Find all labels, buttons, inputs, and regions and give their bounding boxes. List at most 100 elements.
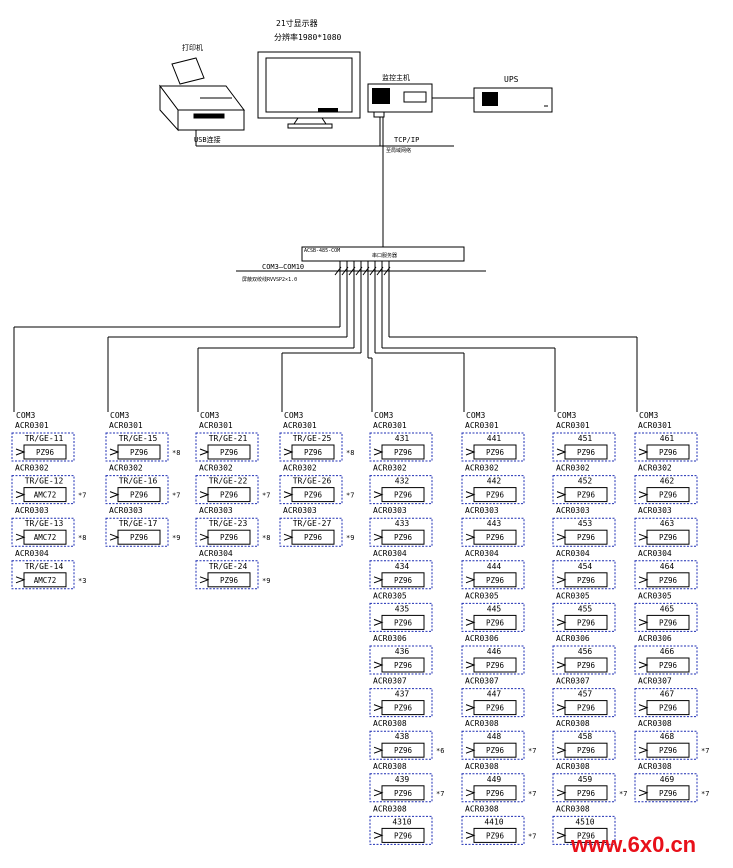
device-note: *7 bbox=[78, 492, 86, 500]
device-frame bbox=[369, 432, 433, 462]
device-name: 467 bbox=[660, 690, 675, 699]
device-frame bbox=[195, 432, 259, 462]
device-name: 462 bbox=[660, 477, 675, 486]
device-note: *7 bbox=[346, 492, 354, 500]
device-address: ACR0301 bbox=[109, 421, 143, 430]
device-frame bbox=[552, 815, 616, 845]
device-name: 443 bbox=[487, 519, 502, 528]
device-frame bbox=[461, 645, 525, 675]
device-frame bbox=[634, 475, 698, 505]
meter-model: PZ96 bbox=[394, 576, 413, 585]
device-frame bbox=[634, 688, 698, 718]
meter-model: PZ96 bbox=[486, 831, 505, 840]
device-address: ACR0306 bbox=[465, 634, 499, 643]
device-address: ACR0302 bbox=[15, 464, 49, 473]
meter-model: PZ96 bbox=[577, 789, 596, 798]
device-frame bbox=[369, 602, 433, 632]
device-address: ACR0303 bbox=[283, 506, 317, 515]
signal-arrow bbox=[556, 746, 567, 754]
signal-arrow bbox=[638, 491, 649, 499]
server-label: 串口服务器 bbox=[372, 252, 397, 259]
device-column: COM3ACR0301451PZ96ACR0302452PZ96ACR03034… bbox=[552, 411, 627, 845]
device-name: 452 bbox=[578, 477, 593, 486]
meter-model: PZ96 bbox=[577, 576, 596, 585]
device-name: 453 bbox=[578, 519, 593, 528]
meter-model: PZ96 bbox=[394, 491, 413, 500]
meter-model: PZ96 bbox=[577, 448, 596, 457]
meter-model: PZ96 bbox=[304, 448, 323, 457]
device-address: ACR0304 bbox=[199, 549, 233, 558]
signal-arrow bbox=[638, 533, 649, 541]
signal-arrow bbox=[15, 533, 26, 541]
meter-model: PZ96 bbox=[486, 576, 505, 585]
device-address: ACR0305 bbox=[465, 591, 499, 600]
signal-arrow bbox=[373, 661, 384, 669]
device-name: 446 bbox=[487, 647, 502, 656]
device-note: *7 bbox=[619, 790, 627, 798]
device-address: ACR0301 bbox=[638, 421, 672, 430]
device-address: ACR0308 bbox=[373, 719, 407, 728]
device-name: TR/GE-22 bbox=[209, 477, 248, 486]
signal-arrow bbox=[283, 448, 294, 456]
signal-arrow bbox=[199, 576, 210, 584]
device-note: *9 bbox=[262, 577, 270, 585]
meter-model: PZ96 bbox=[130, 491, 149, 500]
meter-model: PZ96 bbox=[659, 704, 678, 713]
device-frame bbox=[11, 432, 75, 462]
device-name: TR/GE-24 bbox=[209, 562, 248, 571]
device-frame bbox=[369, 773, 433, 803]
signal-arrow bbox=[373, 618, 384, 626]
printer-label: 打印机 bbox=[182, 43, 203, 52]
device-note: *7 bbox=[528, 832, 536, 840]
device-name: 465 bbox=[660, 604, 675, 613]
device-name: 448 bbox=[487, 732, 502, 741]
meter-model: PZ96 bbox=[659, 746, 678, 755]
device-note: *3 bbox=[78, 577, 86, 585]
device-name: 434 bbox=[395, 562, 410, 571]
signal-arrow bbox=[638, 746, 649, 754]
signal-arrow bbox=[556, 789, 567, 797]
meter-model: PZ96 bbox=[659, 576, 678, 585]
device-address: ACR0304 bbox=[638, 549, 672, 558]
device-column: COM3ACR0301441PZ96ACR0302442PZ96ACR03034… bbox=[461, 411, 536, 845]
device-name: TR/GE-14 bbox=[25, 562, 64, 571]
device-address: ACR0303 bbox=[638, 506, 672, 515]
device-address: ACR0308 bbox=[638, 762, 672, 771]
device-frame bbox=[552, 560, 616, 590]
device-name: TR/GE-25 bbox=[293, 434, 332, 443]
device-address: ACR0308 bbox=[465, 762, 499, 771]
device-address: ACR0304 bbox=[15, 549, 49, 558]
signal-arrow bbox=[556, 533, 567, 541]
signal-arrow bbox=[373, 831, 384, 839]
device-frame bbox=[461, 730, 525, 760]
meter-model: PZ96 bbox=[659, 618, 678, 627]
device-address: ACR0308 bbox=[373, 762, 407, 771]
device-name: TR/GE-23 bbox=[209, 519, 248, 528]
device-note: *8 bbox=[346, 449, 354, 457]
device-name: TR/GE-27 bbox=[293, 519, 332, 528]
device-note: *7 bbox=[172, 492, 180, 500]
signal-arrow bbox=[465, 746, 476, 754]
signal-arrow bbox=[283, 533, 294, 541]
device-name: TR/GE-17 bbox=[119, 519, 158, 528]
meter-model: PZ96 bbox=[394, 704, 413, 713]
signal-arrow bbox=[199, 448, 210, 456]
com-port-label: COM3 bbox=[110, 411, 129, 420]
device-frame bbox=[461, 773, 525, 803]
device-frame bbox=[11, 560, 75, 590]
signal-arrow bbox=[283, 491, 294, 499]
device-name: 435 bbox=[395, 604, 410, 613]
device-name: TR/GE-21 bbox=[209, 434, 248, 443]
device-name: 432 bbox=[395, 477, 410, 486]
signal-arrow bbox=[465, 533, 476, 541]
device-frame bbox=[461, 815, 525, 845]
signal-arrow bbox=[465, 789, 476, 797]
device-frame bbox=[195, 517, 259, 547]
device-frame bbox=[461, 475, 525, 505]
device-address: ACR0301 bbox=[199, 421, 233, 430]
device-name: 444 bbox=[487, 562, 502, 571]
device-frame bbox=[552, 730, 616, 760]
device-note: *7 bbox=[436, 790, 444, 798]
com-port-label: COM3 bbox=[200, 411, 219, 420]
meter-model: PZ96 bbox=[659, 533, 678, 542]
